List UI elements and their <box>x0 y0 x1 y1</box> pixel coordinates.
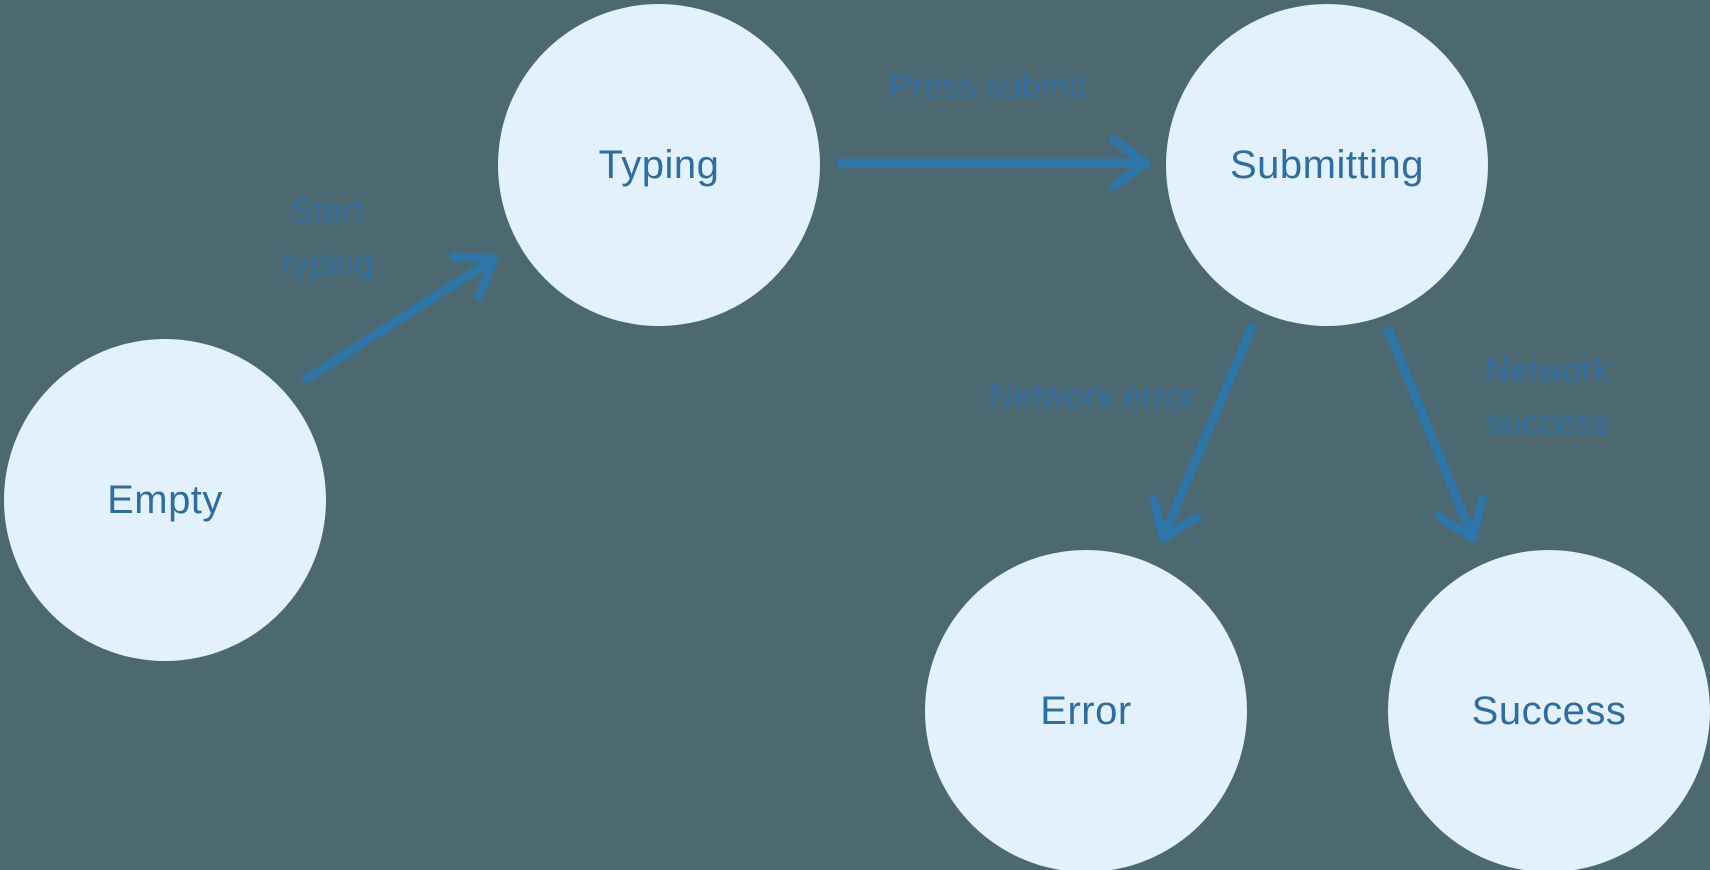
state-label-typing: Typing <box>598 142 720 187</box>
transition-label-start-typing: Start typing <box>282 192 374 282</box>
transition-arrows <box>300 135 1487 543</box>
state-node-error: Error <box>925 550 1247 870</box>
transition-label-network-error: Network error <box>988 377 1196 415</box>
state-label-submitting: Submitting <box>1230 142 1424 187</box>
state-node-typing: Typing <box>498 4 820 326</box>
state-node-empty: Empty <box>4 339 326 661</box>
state-label-empty: Empty <box>107 477 223 522</box>
transition-label-network-success: Network success <box>1485 351 1611 441</box>
state-label-error: Error <box>1040 688 1132 733</box>
transition-label-press-submit: Press submit <box>889 67 1087 105</box>
state-label-success: Success <box>1471 688 1627 733</box>
state-node-success: Success <box>1388 550 1710 870</box>
state-node-submitting: Submitting <box>1166 4 1488 326</box>
